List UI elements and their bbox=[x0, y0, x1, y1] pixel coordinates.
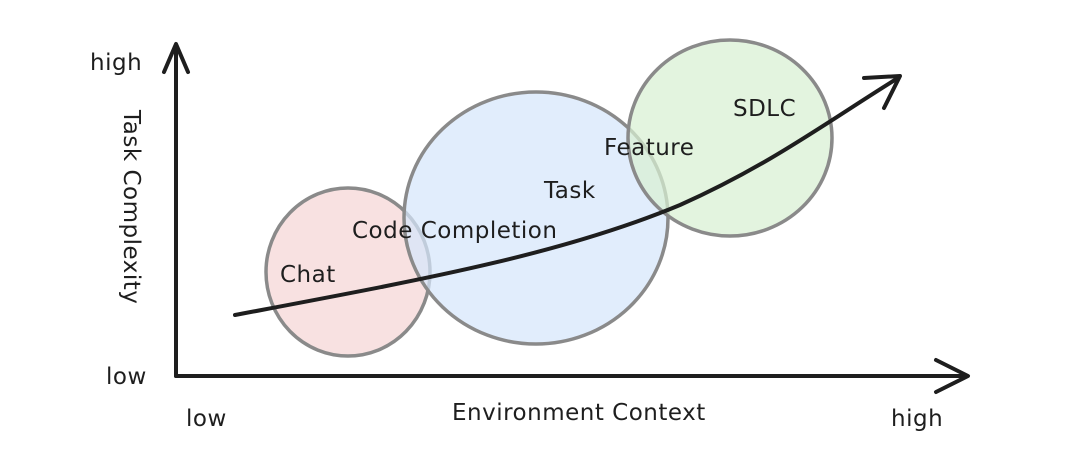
axes bbox=[162, 42, 970, 394]
y-axis-arrowhead bbox=[162, 42, 190, 74]
x-axis-arrowhead bbox=[934, 358, 970, 394]
x-axis-low-label: low bbox=[186, 406, 227, 432]
bubble-group bbox=[264, 38, 834, 358]
y-axis-title: Task Complexity bbox=[118, 109, 144, 304]
growth-curve-arrowhead bbox=[862, 74, 902, 110]
x-axis-title: Environment Context bbox=[452, 400, 706, 426]
sdlc-bubble bbox=[626, 38, 834, 238]
growth-curve-arrow bbox=[233, 74, 902, 317]
label-code-completion: Code Completion bbox=[352, 218, 557, 244]
label-chat: Chat bbox=[280, 262, 336, 288]
growth-curve bbox=[233, 76, 900, 317]
label-feature: Feature bbox=[604, 135, 694, 161]
x-axis-high-label: high bbox=[891, 406, 943, 432]
y-axis-high-label: high bbox=[90, 50, 142, 76]
label-sdlc: SDLC bbox=[733, 96, 796, 122]
y-axis-low-label: low bbox=[106, 364, 147, 390]
label-task: Task bbox=[543, 178, 596, 204]
